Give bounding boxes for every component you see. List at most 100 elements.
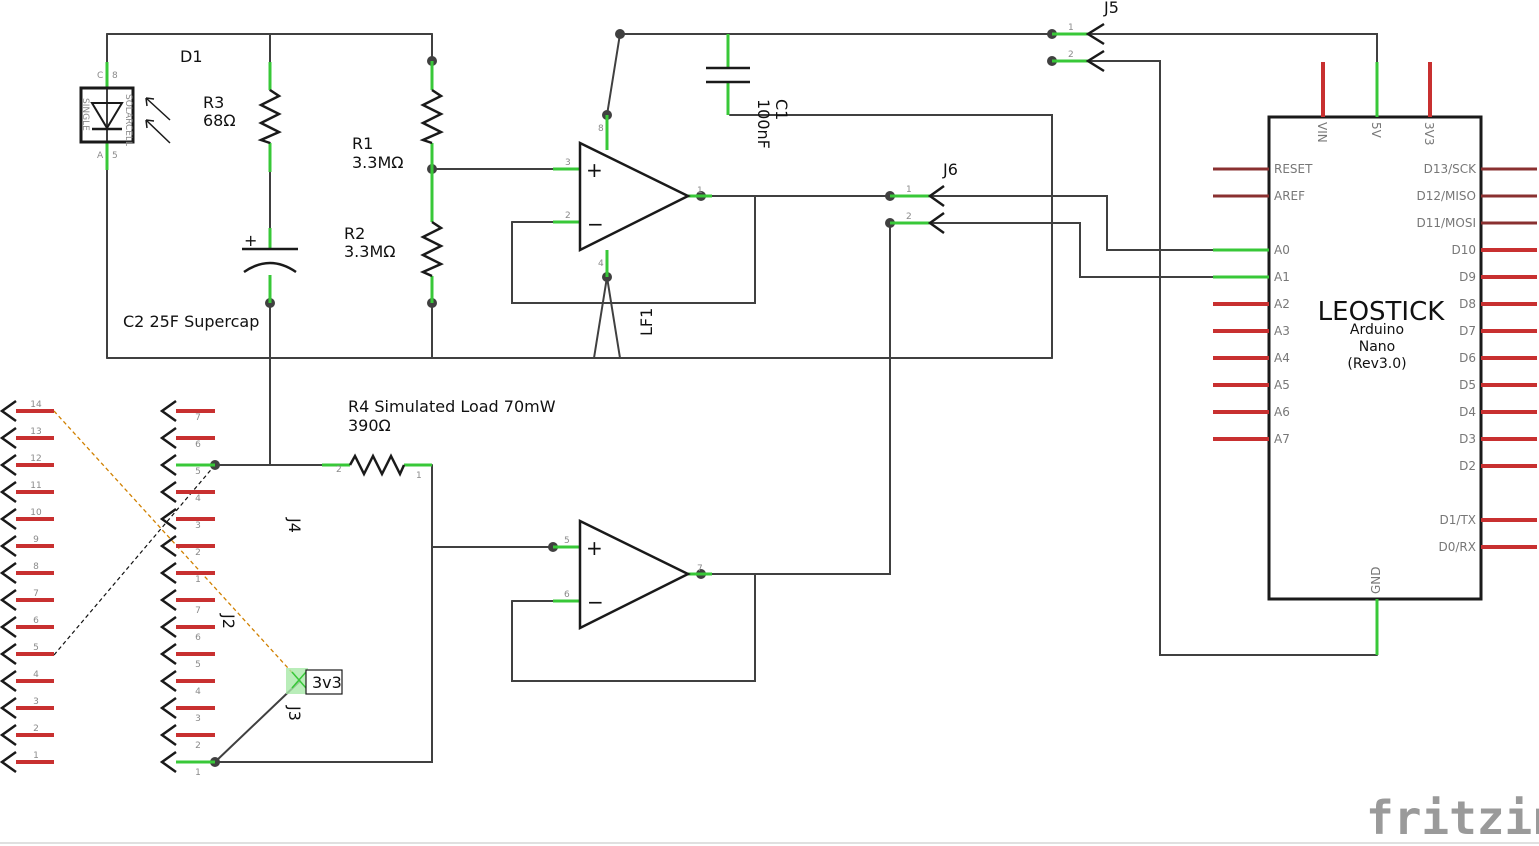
lf1b-pin-7: 7: [697, 564, 703, 574]
resistor-r3[interactable]: [257, 62, 282, 172]
j2-pin-number: 13: [30, 427, 41, 437]
capacitor-c2[interactable]: [242, 228, 298, 303]
mcu-left-pin-label: RESET: [1274, 162, 1313, 176]
j3-pin-number: 3: [195, 714, 201, 724]
j4-pin-arrow: [159, 453, 177, 477]
r3-value: 68Ω: [203, 111, 236, 130]
lf1a-pin-1: 1: [697, 186, 703, 196]
mcu-right-pin-label: D7: [1459, 324, 1476, 338]
mcu-left-pin-label: A6: [1274, 405, 1290, 419]
mcu-right-pin-label: D4: [1459, 405, 1476, 419]
j3-pin-arrow: [159, 696, 177, 720]
resistor-r1[interactable]: [419, 61, 444, 169]
j6-pin-2: 2: [906, 212, 912, 222]
resistor-r2[interactable]: [419, 169, 444, 303]
connector-j6[interactable]: 1 2: [890, 184, 945, 235]
j2-pin-number: 5: [33, 643, 39, 653]
j2-pin-number: 11: [30, 481, 41, 491]
r4-pin-2: 2: [336, 465, 342, 475]
j2-pin-arrow: [0, 588, 17, 612]
j2-pin-arrow: [0, 696, 17, 720]
capacitor-c1[interactable]: [706, 34, 750, 115]
mcu-subtitle-2: Nano: [1359, 339, 1396, 355]
mcu-left-pin-label: A5: [1274, 378, 1290, 392]
mcu-left-pin-label: A0: [1274, 243, 1290, 257]
j3-pin-number: 6: [195, 633, 201, 643]
mcu-right-pin-label: D5: [1459, 378, 1476, 392]
j4-pin-number: 1: [195, 575, 201, 585]
connector-j5[interactable]: 1 2: [1052, 22, 1105, 73]
net-label-3v3[interactable]: 3v3: [286, 668, 343, 695]
j4-pin-number: 5: [195, 467, 201, 477]
opamp-lf1-a[interactable]: + − 3 2 8 4 1: [553, 115, 712, 277]
mcu-right-pin-label: D11/MOSI: [1416, 216, 1476, 230]
j2-pin-arrow: [0, 426, 17, 450]
j4-pin-number: 7: [195, 413, 201, 423]
mcu-right-pins: D13/SCKD12/MISOD11/MOSID10D9D8D7D6D5D4D3…: [1416, 162, 1537, 554]
j5-pin-2: 2: [1068, 50, 1074, 60]
solar-cell-d1[interactable]: SOLARCELL SINGLE C 8 A 5: [79, 62, 171, 170]
lf1-label: LF1: [637, 308, 656, 336]
resistor-r4[interactable]: 2 1: [322, 453, 432, 481]
ratsnest-lines: [53, 410, 299, 680]
mcu-subtitle-3: (Rev3.0): [1347, 356, 1406, 372]
j2-label: J2: [219, 613, 238, 629]
c1-ref: C1: [772, 99, 791, 120]
d1-pin-5: 5: [112, 151, 118, 161]
opamp-lf1-b[interactable]: + − 5 6 7: [553, 518, 712, 631]
j2-pin-number: 7: [33, 589, 39, 599]
j6-label: J6: [942, 160, 958, 179]
svg-text:−: −: [587, 212, 604, 236]
mcu-title: LEOSTICK: [1318, 297, 1446, 327]
mcu-right-pin-label: D8: [1459, 297, 1476, 311]
c2-label: C2 25F Supercap: [123, 312, 259, 331]
lf1b-pin-5: 5: [564, 536, 570, 546]
mcu-right-pin-label: D12/MISO: [1416, 189, 1476, 203]
mcu-pin-vin: VIN: [1315, 122, 1329, 143]
fritzing-logo: fritzing: [1366, 791, 1539, 845]
j3-pin-arrow: [159, 669, 177, 693]
j3-pin-arrow: [159, 723, 177, 747]
j2-pin-number: 2: [33, 724, 39, 734]
r2-ref: R2: [344, 224, 365, 243]
mcu-right-pin-label: D2: [1459, 459, 1476, 473]
d1-label: D1: [180, 47, 203, 66]
mcu-right-pin-label: D0/RX: [1439, 540, 1476, 554]
j2-pin-number: 3: [33, 697, 39, 707]
mcu-left-pin-label: A2: [1274, 297, 1290, 311]
mcu-pin-3v3: 3V3: [1422, 122, 1436, 145]
svg-text:−: −: [587, 590, 604, 614]
svg-text:+: +: [586, 536, 603, 560]
j4-pin-number: 6: [195, 440, 201, 450]
j2-pin-arrow: [0, 534, 17, 558]
j4-pin-arrow: [159, 426, 177, 450]
r4-pin-1: 1: [416, 471, 422, 481]
j4-pin-arrow: [159, 561, 177, 585]
j2-pin-arrow: [0, 399, 17, 423]
j5-label: J5: [1103, 0, 1119, 17]
lf1b-pin-6: 6: [564, 590, 570, 600]
svg-text:+: +: [586, 158, 603, 182]
mcu-right-pin-label: D1/TX: [1440, 513, 1476, 527]
d1-body-top: SOLARCELL: [123, 94, 133, 146]
j2-pin-arrow: [0, 453, 17, 477]
j3-pin-arrow: [159, 588, 177, 612]
j4-pin-number: 2: [195, 548, 201, 558]
mcu-right-pin-label: D6: [1459, 351, 1476, 365]
mcu-leostick[interactable]: LEOSTICK Arduino Nano (Rev3.0) VIN 5V 3V…: [1213, 62, 1537, 655]
lf1a-pin-4: 4: [598, 259, 604, 269]
j2-pin-number: 4: [33, 670, 39, 680]
j2-pin-arrow: [0, 480, 17, 504]
net-label-text: 3v3: [312, 673, 342, 692]
mcu-right-pin-label: D13/SCK: [1424, 162, 1478, 176]
lf1a-pin-2: 2: [565, 211, 571, 221]
j4-label: J4: [285, 517, 304, 533]
mcu-left-pin-label: AREF: [1274, 189, 1305, 203]
j2-pin-number: 6: [33, 616, 39, 626]
j3-pin-arrow: [159, 615, 177, 639]
r3-ref: R3: [203, 93, 224, 112]
r4-label: R4 Simulated Load 70mW: [348, 397, 556, 416]
